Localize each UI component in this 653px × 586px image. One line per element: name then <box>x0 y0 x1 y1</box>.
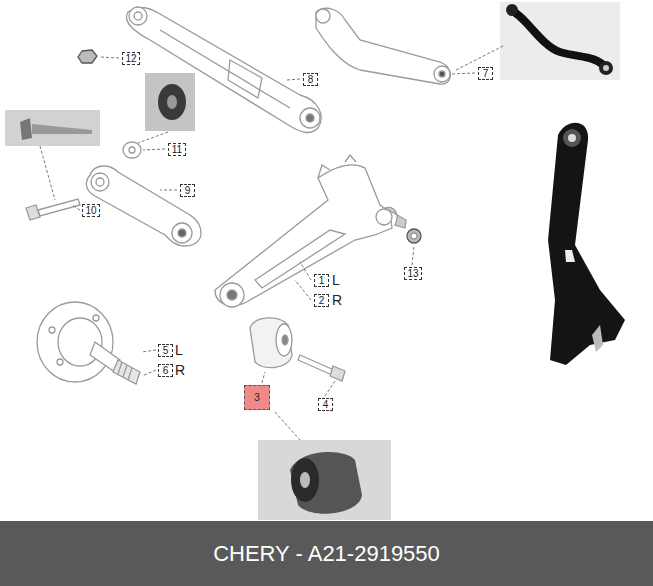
callout-text: 13 <box>407 268 418 279</box>
callout-text: 4 <box>323 399 329 410</box>
callout-text: 1 <box>319 275 325 286</box>
callout-text: 6 <box>163 365 169 376</box>
callout-text: 9 <box>185 185 191 196</box>
callout-text: 12 <box>125 53 136 64</box>
control-arm <box>316 8 451 84</box>
side-label: L <box>175 343 183 358</box>
callout-number: 7 <box>478 67 493 80</box>
callout-number: 4 <box>318 398 333 411</box>
callout-text: 3 <box>254 392 260 403</box>
side-label: R <box>175 363 185 378</box>
callout-number: 13 <box>404 267 422 280</box>
side-label: L <box>332 273 340 288</box>
callout-text: 7 <box>483 68 489 79</box>
callout-number: 9 <box>180 184 195 197</box>
lower-arm <box>215 165 392 305</box>
part-number-band: CHERY - A21-2919550 <box>0 521 653 586</box>
arm-photo <box>548 123 625 365</box>
callout-number: 5 <box>158 344 173 357</box>
callout-number: 12 <box>122 52 140 65</box>
callout-number: 3 <box>244 385 270 410</box>
callout-number: 11 <box>168 143 186 156</box>
control-arm <box>127 8 322 133</box>
side-label: R <box>332 293 342 308</box>
callout-text: 2 <box>319 295 325 306</box>
callout-number: 8 <box>303 73 318 86</box>
callout-text: 10 <box>85 205 96 216</box>
callout-number: 10 <box>82 204 100 217</box>
callout-number: 2 <box>314 294 329 307</box>
callout-text: 8 <box>308 74 314 85</box>
part-number-text: CHERY - A21-2919550 <box>213 541 440 567</box>
callout-number: 1 <box>314 274 329 287</box>
wheel-hub <box>37 302 113 382</box>
control-arm <box>86 166 201 246</box>
callout-text: 11 <box>172 144 182 155</box>
callout-text: 5 <box>163 345 169 356</box>
bushing <box>250 318 292 368</box>
callout-number: 6 <box>158 364 173 377</box>
